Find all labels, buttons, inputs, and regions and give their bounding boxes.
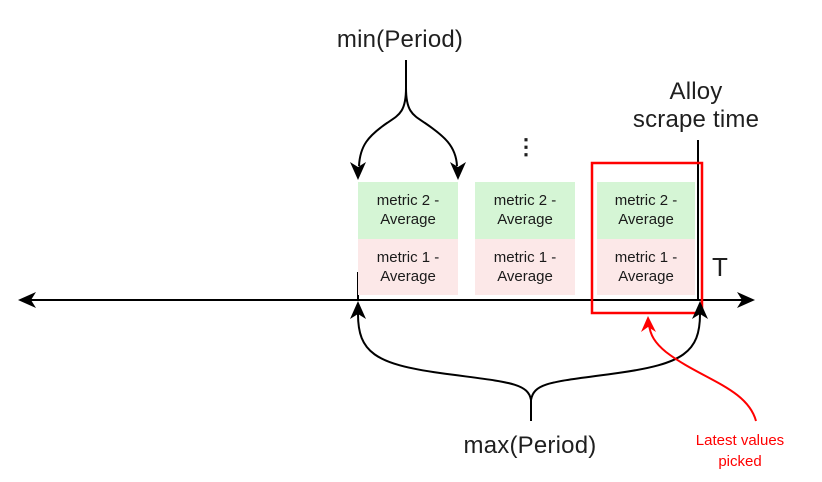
metric1-cell: metric 1 - Average	[475, 238, 575, 295]
max-period-left-arrowhead	[350, 301, 366, 319]
latest-values-arrow	[641, 316, 757, 422]
metric2-cell: metric 2 - Average	[358, 182, 458, 239]
max-period-brace	[350, 301, 708, 421]
timeline-right-arrowhead	[737, 292, 755, 308]
metric-group-2: metric 2 - Average metric 1 - Average	[475, 182, 575, 295]
min-period-right-arrowhead	[450, 162, 466, 180]
ellipsis-label: ⋮	[515, 134, 537, 159]
min-period-brace	[350, 60, 466, 180]
metric2-cell: metric 2 - Average	[597, 182, 695, 239]
max-period-right-arrowhead	[692, 301, 708, 319]
timeline-left-arrowhead	[18, 292, 36, 308]
min-period-label: min(Period)	[336, 26, 464, 53]
metric-group-1: metric 2 - Average metric 1 - Average	[358, 182, 458, 295]
metric2-cell: metric 2 - Average	[475, 182, 575, 239]
latest-values-arrowhead	[641, 316, 656, 332]
metric1-cell: metric 1 - Average	[358, 238, 458, 295]
max-period-label: max(Period)	[463, 432, 597, 459]
metric-group-3: metric 2 - Average metric 1 - Average	[597, 182, 695, 295]
latest-values-label: Latest values picked	[695, 432, 785, 470]
min-period-left-arrowhead	[350, 162, 366, 180]
alloy-scrape-time-label: Alloy scrape time	[632, 78, 760, 133]
metric1-cell: metric 1 - Average	[597, 238, 695, 295]
axis-t-label: T	[712, 252, 728, 282]
